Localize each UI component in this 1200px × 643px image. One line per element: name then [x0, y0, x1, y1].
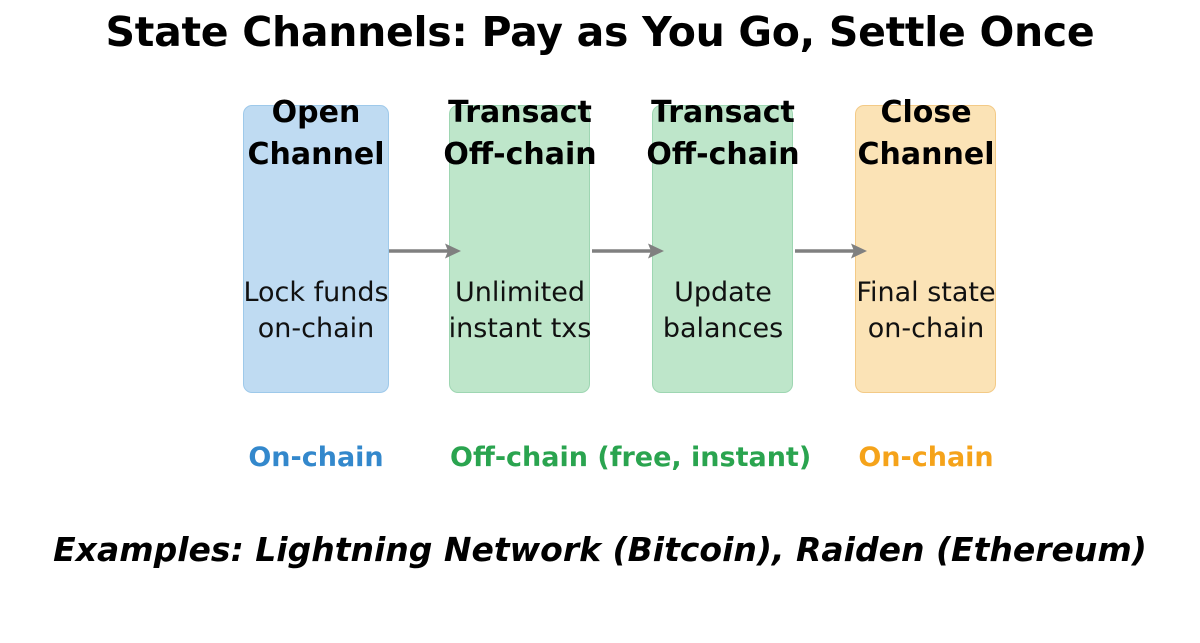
arrow-right-icon-1: [389, 241, 461, 261]
arrow-right-icon-3: [795, 241, 867, 261]
step-body-line2: on-chain: [257, 313, 375, 344]
step-body-line1: Final state: [856, 277, 996, 308]
arrow-right-icon-2: [592, 241, 664, 261]
step-body-transact-off-chain-2: Update balances: [593, 275, 853, 347]
legend-off-chain: Off-chain (free, instant): [450, 442, 812, 473]
step-body-line2: on-chain: [867, 313, 985, 344]
page-title: State Channels: Pay as You Go, Settle On…: [105, 8, 1095, 56]
step-box-close-channel: [855, 105, 996, 393]
examples-caption: Examples: Lightning Network (Bitcoin), R…: [53, 530, 1147, 569]
step-box-open-channel: [243, 105, 389, 393]
step-box-transact-off-chain-1: [449, 105, 590, 393]
step-body-line2: instant txs: [448, 313, 592, 344]
step-body-line1: Unlimited: [454, 277, 586, 308]
step-body-line1: Lock funds: [243, 277, 389, 308]
step-body-transact-off-chain-1: Unlimited instant txs: [390, 275, 650, 347]
step-body-close-channel: Final state on-chain: [796, 275, 1056, 347]
step-body-line1: Update: [674, 277, 772, 308]
step-body-line2: balances: [662, 313, 784, 344]
legend-on-chain-close: On-chain: [858, 442, 994, 473]
legend-on-chain-open: On-chain: [248, 442, 384, 473]
step-box-transact-off-chain-2: [652, 105, 793, 393]
step-body-open-channel: Lock funds on-chain: [186, 275, 446, 347]
